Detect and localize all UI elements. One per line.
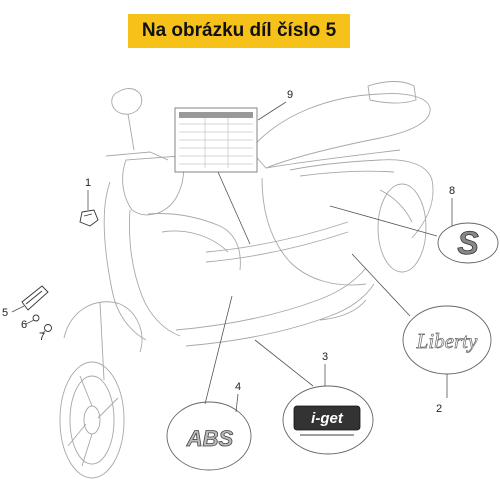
part-4-abs-decal: ABS — [166, 401, 252, 471]
callout-8: 8 — [449, 185, 455, 197]
part-2-liberty-decal: Liberty — [402, 305, 492, 375]
part-8-s-decal: S — [437, 222, 499, 264]
callout-7: 7 — [39, 331, 45, 343]
part-1-fastener — [79, 209, 99, 227]
callout-3: 3 — [322, 351, 328, 363]
callout-5: 5 — [2, 307, 8, 319]
svg-text:S: S — [457, 225, 479, 261]
callout-2: 2 — [436, 403, 442, 415]
scooter-outline — [59, 81, 434, 479]
part-5-badge — [21, 285, 49, 311]
callout-4: 4 — [235, 381, 241, 393]
svg-text:Liberty: Liberty — [416, 329, 478, 353]
callout-9: 9 — [287, 89, 293, 101]
svg-text:ABS: ABS — [186, 426, 234, 451]
part-7-screw — [44, 324, 52, 332]
callout-1: 1 — [85, 177, 91, 189]
part-6-washer — [32, 314, 40, 322]
part-9-warning-label — [174, 107, 258, 173]
callout-6: 6 — [21, 319, 27, 331]
part-3-iget-decal: i-get — [282, 385, 374, 455]
part-number-banner: Na obrázku díl číslo 5 — [128, 14, 350, 48]
svg-text:i-get: i-get — [311, 410, 344, 427]
leader-lines — [11, 101, 453, 413]
